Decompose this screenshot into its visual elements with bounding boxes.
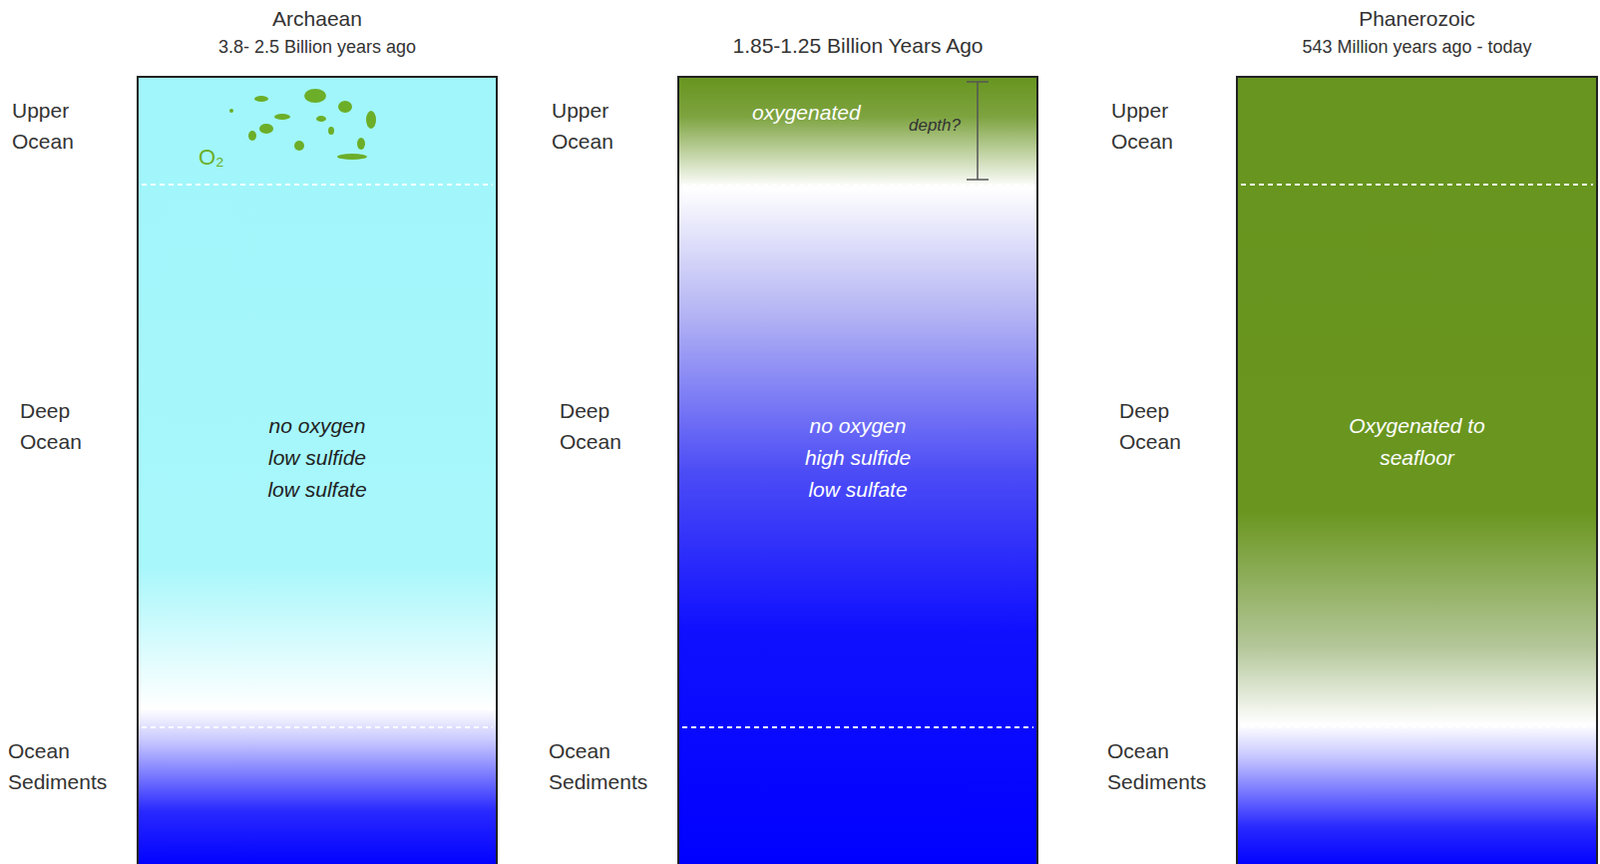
depth-zone-label: Upper Ocean — [1111, 94, 1201, 157]
depth-zone-label: Upper Ocean — [551, 94, 642, 157]
column-heading: 1.85-1.25 Billion Years Ago — [732, 33, 983, 58]
ocean-column: 1.85-1.25 Billion Years Agono oxygen hig… — [678, 76, 1038, 864]
column-conditions: no oxygen high sulfide low sulfate — [788, 409, 928, 506]
column-conditions: no oxygen low sulfide low sulfate — [252, 409, 383, 506]
depth-zone-label: Ocean Sediments — [7, 735, 128, 798]
depth-zone-label: Ocean Sediments — [1107, 735, 1227, 798]
column-conditions: Oxygenated to seafloor — [1342, 409, 1493, 474]
annotation: oxygenated — [752, 96, 902, 128]
depth-zone-label: Deep Ocean — [1119, 395, 1209, 457]
column-heading: 3.8- 2.5 Billion years ago — [218, 36, 416, 58]
depth-zone-label: Deep Ocean — [19, 395, 110, 457]
annotation: O₂ — [198, 141, 239, 173]
column-heading: Archaean — [272, 6, 363, 31]
depth-zone-label: Deep Ocean — [559, 395, 650, 457]
ocean-column: Phanerozoic543 Million years ago - today… — [1236, 76, 1598, 864]
annotation: depth? — [908, 109, 979, 141]
depth-zone-label: Ocean Sediments — [548, 735, 669, 798]
depth-zone-label: Upper Ocean — [11, 94, 102, 157]
ocean-column: Archaean3.8- 2.5 Billion years agono oxy… — [137, 76, 497, 864]
column-heading: Phanerozoic — [1358, 6, 1476, 31]
column-heading: 543 Million years ago - today — [1301, 36, 1532, 58]
